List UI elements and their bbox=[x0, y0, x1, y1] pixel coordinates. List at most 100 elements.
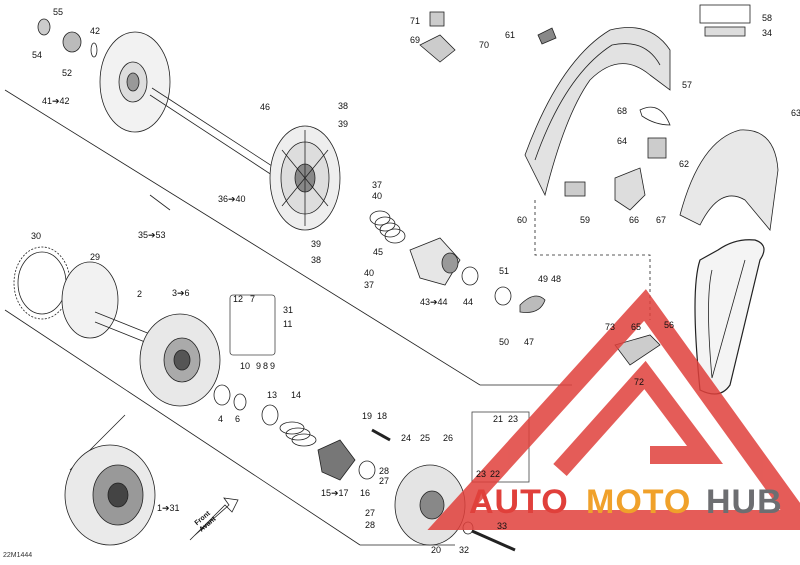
callout-23b: 23 bbox=[476, 469, 487, 479]
callout-45: 45 bbox=[373, 247, 384, 257]
moveable-sheave bbox=[269, 125, 341, 231]
callout-43: 43➔44 bbox=[420, 297, 448, 307]
guard-inner bbox=[534, 43, 661, 161]
cover-62 bbox=[679, 129, 779, 231]
callout-7: 7 bbox=[250, 294, 256, 304]
callout-73: 73 bbox=[605, 322, 616, 332]
bolt-33 bbox=[471, 529, 516, 552]
sliding-half-3 bbox=[139, 313, 221, 407]
hinge-64 bbox=[647, 137, 667, 159]
callout-31a: 31 bbox=[283, 305, 294, 315]
callout-68: 68 bbox=[617, 106, 628, 116]
watermark-auto: AUTO bbox=[469, 483, 569, 521]
pin-18 bbox=[371, 428, 391, 442]
governor-15 bbox=[317, 439, 356, 481]
guide-line bbox=[149, 194, 171, 211]
callout-14: 14 bbox=[291, 390, 302, 400]
callout-56: 56 bbox=[664, 320, 675, 330]
callout-27b: 27 bbox=[365, 508, 376, 518]
callout-44: 44 bbox=[463, 297, 474, 307]
guide-line bbox=[4, 89, 481, 386]
bracket-65 bbox=[614, 334, 661, 366]
callout-71: 71 bbox=[410, 16, 421, 26]
callout-57: 57 bbox=[682, 80, 693, 90]
callout-33: 33 bbox=[497, 521, 508, 531]
fixed-sheave bbox=[99, 31, 313, 201]
callout-39a: 39 bbox=[338, 119, 349, 129]
callout-1: 1➔31 bbox=[157, 503, 180, 513]
callout-25: 25 bbox=[420, 433, 431, 443]
callout-51: 51 bbox=[499, 266, 510, 276]
callout-36: 36➔40 bbox=[218, 194, 246, 204]
callout-34: 34 bbox=[762, 28, 773, 38]
callout-20: 20 bbox=[431, 545, 442, 555]
callout-66: 66 bbox=[629, 215, 640, 225]
callout-24: 24 bbox=[401, 433, 412, 443]
label-34 bbox=[704, 26, 746, 37]
callout-22: 22 bbox=[490, 469, 501, 479]
callout-41: 41➔42 bbox=[42, 96, 70, 106]
callout-6: 6 bbox=[235, 414, 241, 424]
callout-28a: 28 bbox=[379, 466, 390, 476]
callout-59: 59 bbox=[580, 215, 591, 225]
drawing-code: 22M1444 bbox=[3, 552, 33, 559]
callout-11: 11 bbox=[283, 319, 293, 329]
callout-37a: 37 bbox=[372, 180, 383, 190]
bracket-59 bbox=[564, 181, 586, 197]
callout-26: 26 bbox=[443, 433, 454, 443]
callout-69: 69 bbox=[410, 35, 421, 45]
bracket-69 bbox=[419, 34, 456, 63]
callout-19: 19 bbox=[362, 411, 373, 421]
watermark-moto: MOTO bbox=[586, 483, 692, 521]
callout-13: 13 bbox=[267, 390, 278, 400]
callout-55: 55 bbox=[53, 7, 64, 17]
callout-46: 46 bbox=[260, 102, 271, 112]
cam-43 bbox=[409, 237, 461, 286]
callout-2: 2 bbox=[137, 289, 143, 299]
callout-54: 54 bbox=[32, 50, 43, 60]
callout-12: 12 bbox=[233, 294, 244, 304]
callout-18: 18 bbox=[377, 411, 388, 421]
callout-52: 52 bbox=[62, 68, 73, 78]
callout-48: 48 bbox=[551, 274, 562, 284]
guide-line bbox=[4, 309, 361, 546]
callout-4: 4 bbox=[218, 414, 224, 424]
callout-58: 58 bbox=[762, 13, 773, 23]
callout-9b: 9 bbox=[270, 361, 276, 371]
clip-61 bbox=[537, 27, 557, 45]
warning-label-58 bbox=[699, 4, 751, 24]
callout-72: 72 bbox=[634, 377, 645, 387]
callout-8: 8 bbox=[263, 361, 269, 371]
callout-27a: 27 bbox=[379, 476, 390, 486]
callout-49: 49 bbox=[538, 274, 549, 284]
callout-38a: 38 bbox=[338, 101, 349, 111]
callout-35: 35➔53 bbox=[138, 230, 166, 240]
callout-47: 47 bbox=[524, 337, 535, 347]
callout-60: 60 bbox=[517, 215, 528, 225]
callout-23a: 23 bbox=[508, 414, 519, 424]
drive-belt-inner bbox=[708, 259, 746, 379]
retainer-68 bbox=[639, 106, 671, 126]
spring-14 bbox=[279, 421, 317, 447]
callout-62: 62 bbox=[679, 159, 690, 169]
ring-gear-29 bbox=[13, 246, 71, 320]
bushing-4 bbox=[213, 384, 231, 406]
callout-28b: 28 bbox=[365, 520, 376, 530]
front-arrow bbox=[189, 497, 239, 541]
callout-65: 65 bbox=[631, 322, 642, 332]
washer-51 bbox=[494, 286, 512, 306]
callout-70: 70 bbox=[479, 40, 490, 50]
callout-32: 32 bbox=[459, 545, 470, 555]
callout-38b: 38 bbox=[311, 255, 322, 265]
callout-21: 21 bbox=[493, 414, 504, 424]
lever-box bbox=[229, 294, 276, 356]
callout-37b: 37 bbox=[364, 280, 375, 290]
callout-50: 50 bbox=[499, 337, 510, 347]
bearing-54-52 bbox=[37, 18, 98, 58]
callout-61: 61 bbox=[505, 30, 516, 40]
callout-40a: 40 bbox=[372, 191, 383, 201]
spacer-13 bbox=[261, 404, 279, 426]
callout-29: 29 bbox=[90, 252, 101, 262]
ring-44 bbox=[461, 266, 479, 286]
